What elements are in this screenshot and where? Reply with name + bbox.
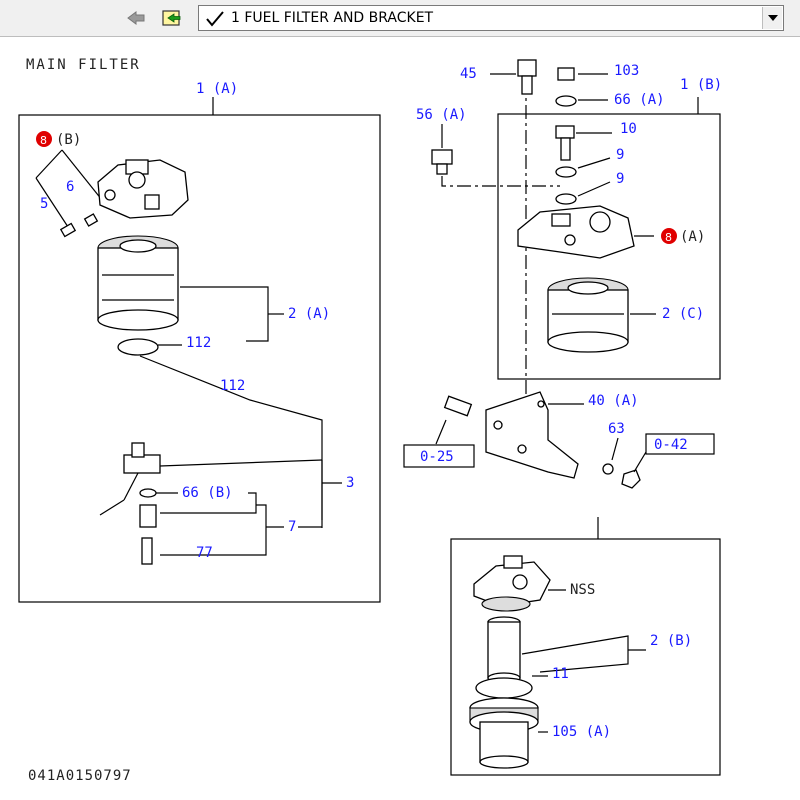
- washer-63: [602, 463, 614, 475]
- parts-diagram: MAIN FILTER 041A0150797 1 (A) 8 (B) 6 5 …: [18, 57, 722, 784]
- label-8b-suffix: (B): [56, 132, 81, 148]
- label-105a[interactable]: 105 (A): [552, 724, 611, 740]
- label-77[interactable]: 77: [196, 545, 213, 561]
- label-56a[interactable]: 56 (A): [416, 107, 467, 123]
- toolbar: 1 FUEL FILTER AND BRACKET: [0, 0, 800, 37]
- bowl-105a: [469, 697, 539, 769]
- water-sensor: [99, 442, 161, 565]
- label-1b[interactable]: 1 (B): [680, 77, 722, 93]
- filter-element-b: [487, 616, 521, 684]
- dropdown-button[interactable]: [762, 7, 782, 29]
- label-2b[interactable]: 2 (B): [650, 633, 692, 649]
- label-66b[interactable]: 66 (B): [182, 485, 233, 501]
- document-arrow-icon[interactable]: [160, 7, 184, 29]
- label-7[interactable]: 7: [288, 519, 296, 535]
- svg-text:8: 8: [40, 134, 47, 147]
- label-66a[interactable]: 66 (A): [614, 92, 665, 108]
- label-1a[interactable]: 1 (A): [196, 81, 238, 97]
- badge-8a[interactable]: [661, 228, 677, 244]
- label-112-b[interactable]: 112: [220, 378, 245, 394]
- label-40a[interactable]: 40 (A): [588, 393, 639, 409]
- label-2a[interactable]: 2 (A): [288, 306, 330, 322]
- diagram-title: MAIN FILTER: [26, 57, 141, 73]
- label-8a-suffix: (A): [680, 229, 705, 245]
- washer-9b: [555, 193, 577, 205]
- back-arrow-icon[interactable]: [124, 7, 148, 29]
- label-103[interactable]: 103: [614, 63, 639, 79]
- label-10[interactable]: 10: [620, 121, 637, 137]
- bolt-45: [517, 59, 537, 95]
- label-nss: NSS: [570, 582, 595, 598]
- label-3[interactable]: 3: [346, 475, 354, 491]
- checkmark-icon: [206, 11, 224, 27]
- chevron-down-icon: [768, 15, 778, 21]
- drawing-number: 041A0150797: [28, 768, 132, 784]
- washer-9a: [555, 166, 577, 178]
- label-2c[interactable]: 2 (C): [662, 306, 704, 322]
- bolt-103: [557, 67, 575, 81]
- bracket-40a: [485, 391, 579, 479]
- ref-0-42[interactable]: 0-42: [654, 437, 688, 453]
- filter-head-a: [97, 159, 189, 219]
- filter-element-c: [547, 277, 629, 353]
- fitting-56a: [431, 149, 453, 165]
- ref-0-25[interactable]: 0-25: [420, 449, 454, 465]
- label-112-a[interactable]: 112: [186, 335, 211, 351]
- label-63[interactable]: 63: [608, 421, 625, 437]
- filter-head-c: [473, 555, 551, 612]
- ref-box-0-42[interactable]: [645, 433, 715, 455]
- label-5[interactable]: 5: [40, 196, 48, 212]
- washer-66a: [555, 95, 577, 107]
- badge-8b[interactable]: [36, 131, 52, 147]
- filter-element-a: [97, 235, 179, 331]
- label-6[interactable]: 6: [66, 179, 74, 195]
- nut: [621, 469, 641, 489]
- box-main-b: [497, 113, 721, 380]
- box-main-c: [450, 538, 721, 776]
- box-main-a: [18, 114, 381, 603]
- section-select-value: 1 FUEL FILTER AND BRACKET: [231, 10, 434, 26]
- o-ring-112: [117, 338, 159, 356]
- section-select[interactable]: 1 FUEL FILTER AND BRACKET: [198, 5, 784, 31]
- label-9a[interactable]: 9: [616, 147, 624, 163]
- bolt-0-25: [443, 395, 473, 417]
- svg-text:8: 8: [665, 231, 672, 244]
- filter-head-b: [517, 205, 635, 259]
- label-11[interactable]: 11: [552, 666, 569, 682]
- label-45[interactable]: 45: [460, 66, 477, 82]
- label-9b[interactable]: 9: [616, 171, 624, 187]
- bolt-10: [555, 125, 575, 139]
- o-ring-11: [475, 677, 533, 699]
- ref-box-0-25[interactable]: [403, 444, 475, 468]
